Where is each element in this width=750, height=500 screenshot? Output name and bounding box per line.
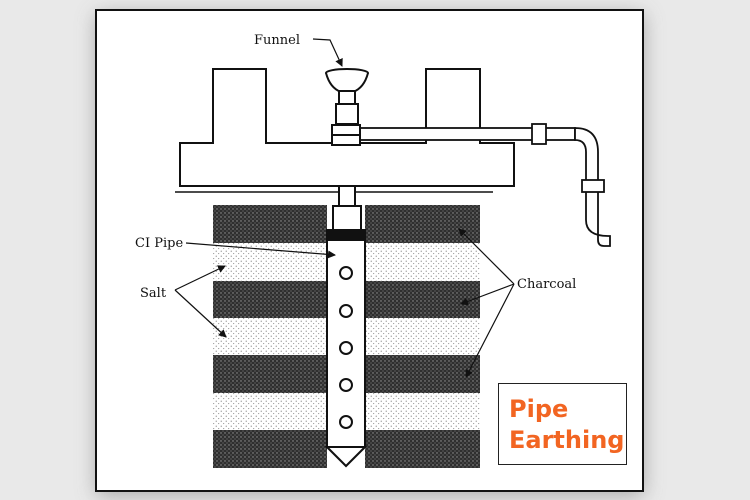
pipe-hole [339, 341, 353, 355]
feed-pipe [332, 185, 362, 231]
title-line-2: Earthing [509, 426, 625, 454]
title-box: Pipe Earthing [498, 383, 627, 465]
charcoal-label: Charcoal [517, 277, 576, 292]
annotation-arrows [174, 38, 515, 378]
ci-pipe-label: CI Pipe [135, 236, 183, 251]
funnel [325, 68, 369, 146]
masonry-chamber [179, 68, 515, 187]
salt-layer-3 [213, 393, 327, 430]
salt-layer-2 [213, 318, 327, 355]
salt-label: Salt [140, 286, 167, 301]
pipe-hole [339, 266, 353, 280]
charcoal-layer-3 [213, 355, 327, 393]
title-line-1: Pipe [509, 395, 569, 423]
charcoal-layer-1 [213, 205, 327, 243]
charcoal-layer-2 [213, 281, 327, 318]
soil-layers [213, 205, 480, 468]
pipe-hole [339, 415, 353, 429]
pipe-hole [339, 304, 353, 318]
pipe-hole [339, 378, 353, 392]
salt-layer-1 [213, 243, 327, 281]
water-pipe [356, 123, 611, 247]
ci-pipe [324, 229, 368, 468]
funnel-label: Funnel [254, 33, 300, 48]
charcoal-layer-4 [213, 430, 327, 468]
